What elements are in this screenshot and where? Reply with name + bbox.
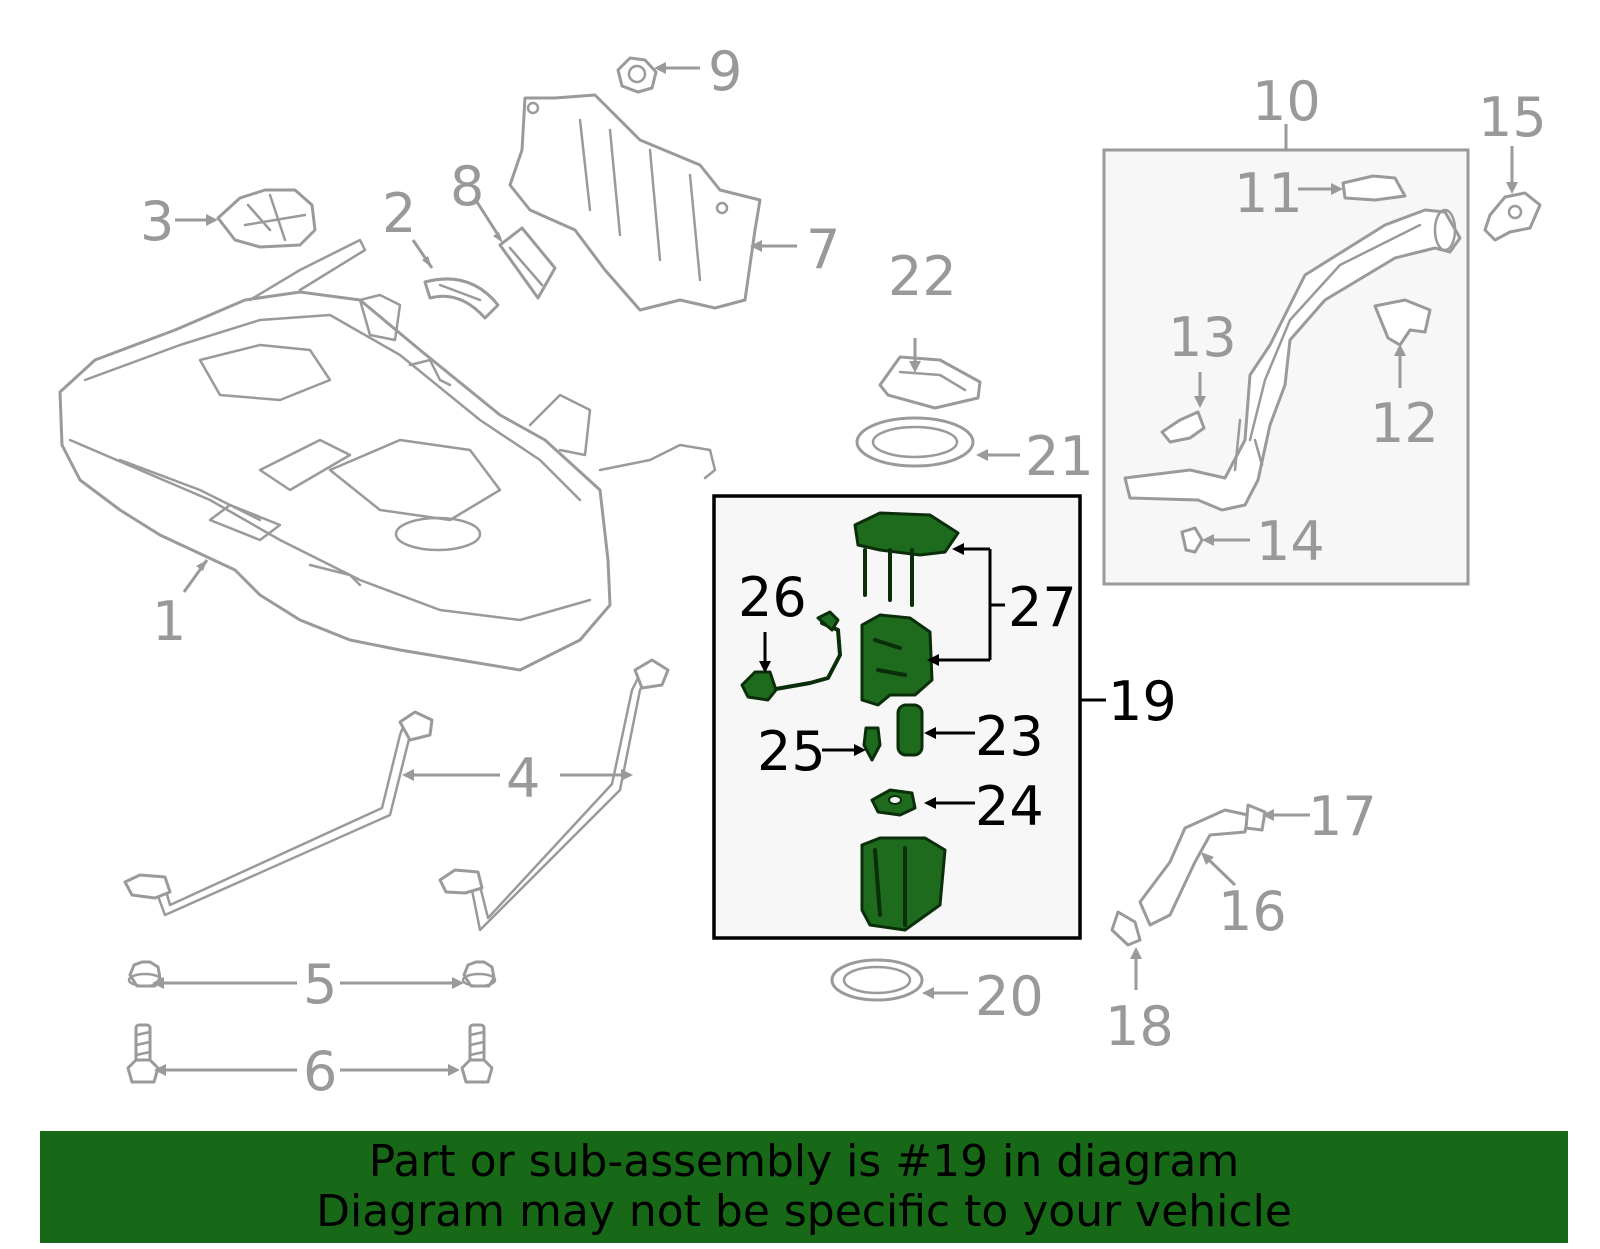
hose-clamp-17[interactable] bbox=[1244, 803, 1267, 832]
leader-lines bbox=[152, 62, 1518, 1076]
gasket-bottom[interactable] bbox=[830, 958, 924, 1002]
info-banner: Part or sub-assembly is #19 in diagram D… bbox=[40, 1131, 1568, 1243]
callout-10: 10 bbox=[1252, 70, 1321, 133]
vent-hose[interactable] bbox=[1138, 808, 1250, 927]
callout-9: 9 bbox=[708, 40, 742, 103]
heat-shield-strip[interactable] bbox=[423, 277, 500, 320]
regulator-24[interactable] bbox=[870, 788, 917, 817]
wire-harness-26[interactable] bbox=[740, 610, 842, 702]
callout-21: 21 bbox=[1025, 425, 1094, 488]
callout-12: 12 bbox=[1370, 392, 1439, 455]
tank-strap-right[interactable] bbox=[438, 658, 670, 932]
filler-cap-15[interactable] bbox=[1483, 191, 1542, 242]
fuel-tank[interactable] bbox=[58, 238, 717, 672]
callout-7: 7 bbox=[806, 218, 840, 281]
callout-27: 27 bbox=[1008, 576, 1077, 639]
pump-flange[interactable] bbox=[853, 511, 960, 607]
filler-bracket-11[interactable] bbox=[1341, 174, 1407, 202]
callout-11: 11 bbox=[1234, 162, 1303, 225]
callout-14: 14 bbox=[1256, 510, 1325, 573]
callout-16: 16 bbox=[1218, 880, 1287, 943]
pump-reservoir[interactable] bbox=[860, 836, 947, 932]
callout-26: 26 bbox=[738, 566, 807, 629]
callout-18: 18 bbox=[1105, 995, 1174, 1058]
banner-line-1: Part or sub-assembly is #19 in diagram bbox=[368, 1136, 1240, 1187]
fuel-filter-23[interactable] bbox=[896, 703, 924, 757]
access-cover[interactable] bbox=[878, 355, 982, 410]
filler-pipe[interactable] bbox=[1123, 208, 1462, 512]
pad[interactable] bbox=[498, 226, 557, 300]
sensor-25[interactable] bbox=[862, 726, 882, 762]
callout-5: 5 bbox=[303, 953, 337, 1016]
strap-nut-right[interactable] bbox=[461, 960, 497, 988]
callout-20: 20 bbox=[975, 965, 1044, 1028]
callout-1: 1 bbox=[152, 590, 186, 653]
callout-19: 19 bbox=[1108, 670, 1177, 733]
pump-module[interactable] bbox=[860, 613, 934, 707]
heat-shield[interactable] bbox=[508, 93, 762, 312]
nut[interactable] bbox=[616, 56, 658, 94]
callout-6: 6 bbox=[303, 1040, 337, 1103]
callout-4: 4 bbox=[506, 747, 540, 810]
banner-line-2: Diagram may not be specific to your vehi… bbox=[316, 1186, 1292, 1237]
cover-part[interactable] bbox=[216, 188, 317, 249]
callout-labels: 1 2 3 4 5 6 7 8 9 10 11 12 13 14 15 16 1… bbox=[140, 40, 1547, 1103]
callout-23: 23 bbox=[975, 705, 1044, 768]
filler-bracket-12[interactable] bbox=[1373, 298, 1432, 347]
gasket-top[interactable] bbox=[855, 416, 975, 468]
filler-clip-14[interactable] bbox=[1180, 526, 1204, 554]
callout-15: 15 bbox=[1478, 86, 1547, 149]
callout-25: 25 bbox=[757, 720, 826, 783]
strap-bolt-left[interactable] bbox=[126, 1023, 160, 1084]
filler-clip-13[interactable] bbox=[1160, 410, 1206, 444]
callout-13: 13 bbox=[1168, 306, 1237, 369]
hose-clamp-18[interactable] bbox=[1110, 910, 1142, 947]
callout-22: 22 bbox=[888, 245, 957, 308]
callout-17: 17 bbox=[1308, 785, 1377, 848]
callout-8: 8 bbox=[450, 155, 484, 218]
callout-2: 2 bbox=[382, 182, 416, 245]
strap-bolt-right[interactable] bbox=[460, 1023, 494, 1084]
leader-lines-assembly bbox=[759, 543, 1106, 809]
callout-24: 24 bbox=[975, 775, 1044, 838]
callout-3: 3 bbox=[140, 190, 174, 253]
tank-strap-left[interactable] bbox=[123, 710, 434, 917]
